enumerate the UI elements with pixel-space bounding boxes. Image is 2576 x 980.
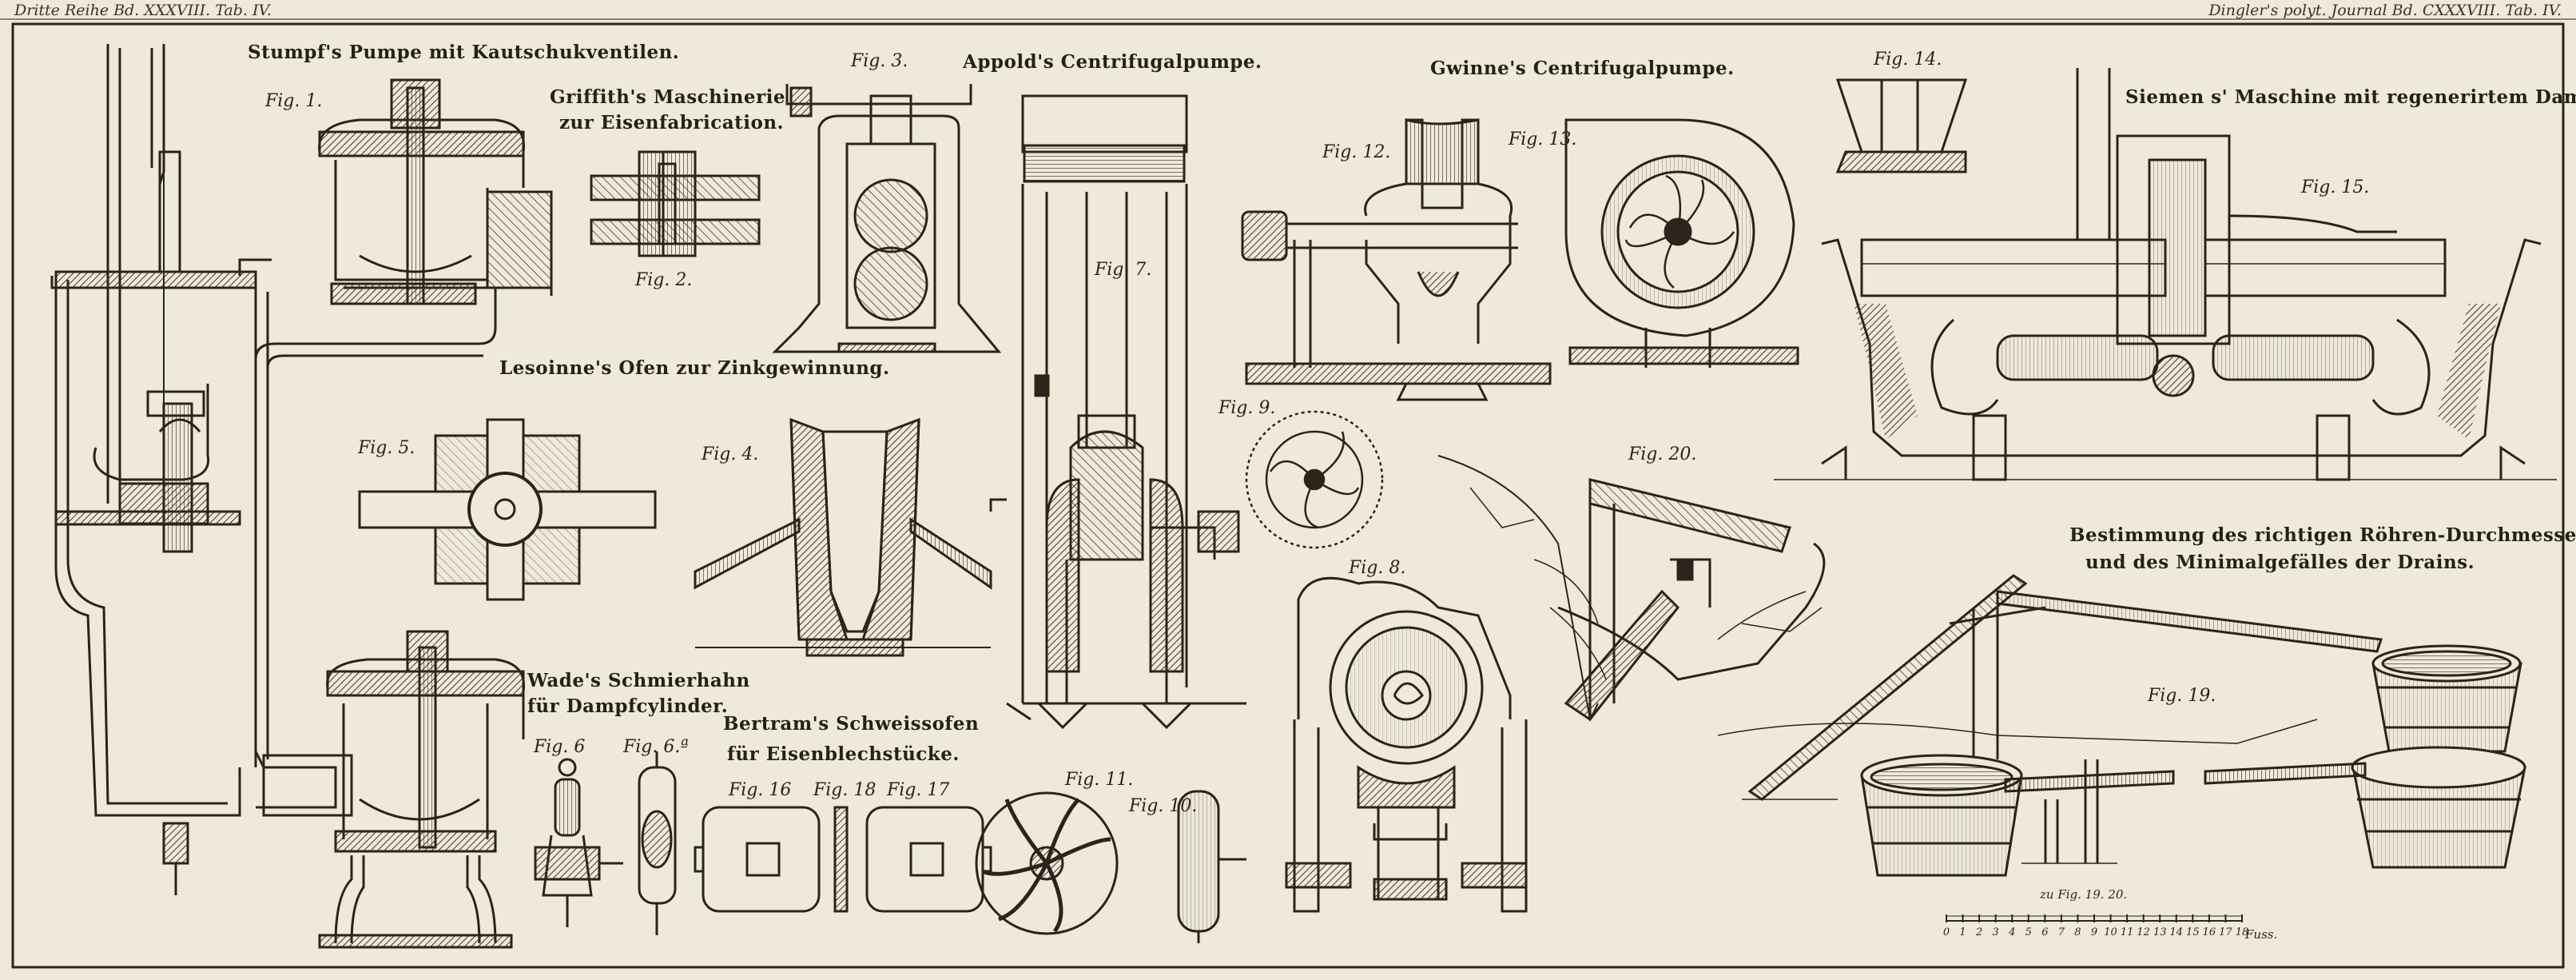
title-griffith-2: zur Eisenfabrication. xyxy=(559,112,785,133)
header-right: Dingler's polyt. Journal Bd. CXXXVIII. T… xyxy=(2208,2,2562,19)
title-bertram-2: für Eisenblechstücke. xyxy=(727,743,960,765)
plate-border xyxy=(11,22,2565,969)
title-lesoinne: Lesoinne's Ofen zur Zinkgewinnung. xyxy=(499,357,890,379)
title-wade-2: für Dampfcylinder. xyxy=(527,695,729,717)
scale-tick-label: 8 xyxy=(2074,926,2081,938)
fig11-impeller-drawing xyxy=(975,791,1119,935)
fig3-label: Fig. 3. xyxy=(851,51,908,71)
scale-ticks xyxy=(1946,914,2243,922)
fig9-rotor-drawing xyxy=(1245,410,1384,549)
title-bestimmung-1: Bestimmung des richtigen Röhren-Durchmes… xyxy=(2069,524,2576,546)
scale-unit: Fuss. xyxy=(2245,927,2278,942)
fig19-apparatus-drawing xyxy=(1717,574,2526,877)
title-stumpf: Stumpf's Pumpe mit Kautschukventilen. xyxy=(248,42,680,63)
scale-tick-label: 11 xyxy=(2121,926,2134,938)
fig18-label: Fig. 18 xyxy=(813,780,877,800)
title-siemens: Siemen s' Maschine mit regenerirtem Damp… xyxy=(2125,86,2576,108)
fig19-label: Fig. 19. xyxy=(2148,686,2216,706)
fig12-gwinne-drawing xyxy=(1241,118,1552,401)
fig6-label: Fig. 6 xyxy=(534,737,586,757)
fig11-label: Fig. 11. xyxy=(1065,770,1134,790)
fig5-label: Fig. 5. xyxy=(358,438,415,458)
fig20-drain-drawing xyxy=(1437,455,1826,723)
fig9-label: Fig. 9. xyxy=(1218,398,1276,418)
fig17-label: Fig. 17 xyxy=(887,780,950,800)
scale-tick-label: 4 xyxy=(2008,926,2015,938)
scale-tick-label: 17 xyxy=(2219,926,2232,938)
fig13-casing-drawing xyxy=(1564,118,1799,368)
fig6-lubricator-drawing xyxy=(534,751,677,935)
fig6a-label: Fig. 6.ª xyxy=(623,737,689,757)
scale-tick-label: 1 xyxy=(1959,926,1966,938)
fig3-mill-drawing xyxy=(772,84,1002,353)
title-gwinne: Gwinne's Centrifugalpumpe. xyxy=(1430,58,1735,79)
title-wade-1: Wade's Schmierhahn xyxy=(527,670,750,691)
fig12-label: Fig. 12. xyxy=(1322,142,1391,162)
title-bertram-1: Bertram's Schweissofen xyxy=(723,713,980,735)
fig16-label: Fig. 16 xyxy=(729,780,792,800)
fig13-label: Fig. 13. xyxy=(1509,129,1577,149)
header-left: Dritte Reihe Bd. XXXVIII. Tab. IV. xyxy=(14,2,272,19)
scale-tick-label: 6 xyxy=(2041,926,2048,938)
scale-tick-label: 18 xyxy=(2236,926,2249,938)
scale-tick-label: 5 xyxy=(2025,926,2032,938)
fig15-siemens-drawing xyxy=(1774,68,2557,481)
fig4-furnace-drawing xyxy=(694,417,1007,657)
fig16-18-bertram-drawing xyxy=(694,806,992,913)
fig10-drawing xyxy=(1177,790,1246,943)
fig10-label: Fig. 10. xyxy=(1129,796,1198,816)
title-appold: Appold's Centrifugalpumpe. xyxy=(963,51,1262,73)
scale-tick-label: 9 xyxy=(2091,926,2097,938)
fig1-pump-drawing xyxy=(50,44,553,895)
fig8-pump-drawing xyxy=(1285,576,1528,913)
fig8-label: Fig. 8. xyxy=(1349,558,1406,578)
scale-tick-label: 14 xyxy=(2170,926,2184,938)
fig20-label: Fig. 20. xyxy=(1628,444,1697,464)
scale-tick-label: 3 xyxy=(1993,926,1999,938)
fig7-pump-drawing xyxy=(1006,94,1246,730)
scale-tick-label: 12 xyxy=(2137,926,2150,938)
fig2-griffith-drawing xyxy=(590,150,761,257)
fig5-furnace-drawing xyxy=(358,418,657,601)
title-bestimmung-2: und des Minimalgefälles der Drains. xyxy=(2085,552,2475,573)
scale-tick-label: 7 xyxy=(2058,926,2065,938)
scale-tick-label: 2 xyxy=(1975,926,1982,938)
scale-tick-label: 15 xyxy=(2186,926,2200,938)
fig1-label: Fig. 1. xyxy=(265,91,323,111)
fig14-drawing xyxy=(1835,78,1968,173)
scale-caption: zu Fig. 19. 20. xyxy=(2040,887,2128,902)
scale-tick-label: 16 xyxy=(2203,926,2216,938)
fig7-label: Fig. 7. xyxy=(1095,260,1152,280)
fig15-label: Fig. 15. xyxy=(2301,177,2370,197)
scale-tick-label: 10 xyxy=(2104,926,2117,938)
scale-tick-label: 13 xyxy=(2153,926,2167,938)
fig14-label: Fig. 14. xyxy=(1874,50,1942,70)
fig2-label: Fig. 2. xyxy=(635,270,693,290)
title-griffith-1: Griffith's Maschinerie xyxy=(550,86,785,108)
fig1-lower-valve-drawing xyxy=(254,630,526,949)
scale-tick-label: 0 xyxy=(1943,926,1950,938)
fig4-label: Fig. 4. xyxy=(702,444,759,464)
